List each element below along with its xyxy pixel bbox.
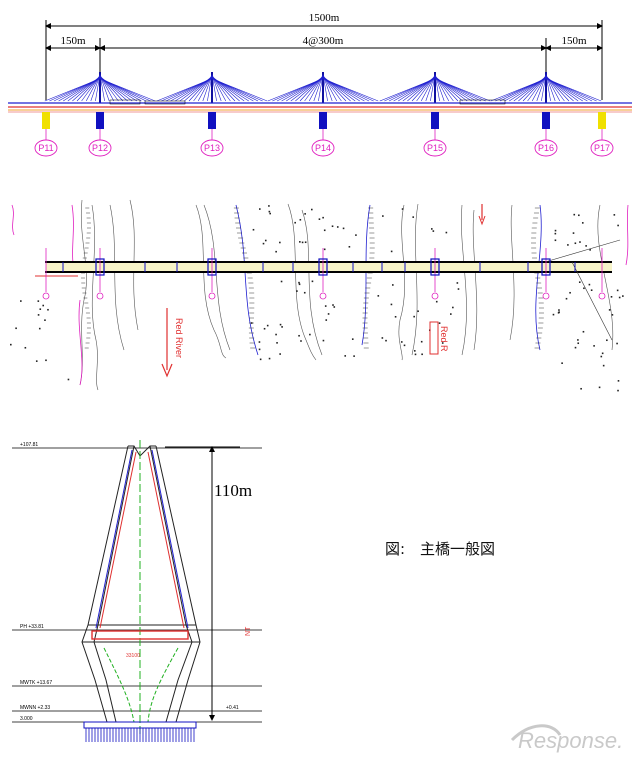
bridge-deck — [8, 99, 632, 113]
figure-caption: 図: 主橋一般図 — [385, 540, 495, 558]
terrain-contours — [79, 199, 614, 391]
level-top: +107.81 — [20, 442, 38, 448]
pier-marker — [88, 139, 112, 157]
red-note: NT — [245, 626, 252, 636]
level-mwnn: MWNN +2.33 — [20, 705, 50, 711]
pylon-legs — [81, 445, 201, 723]
side-span-right-label: 150m — [561, 35, 587, 47]
cable-fan — [490, 72, 602, 103]
bank-hatching — [81, 207, 544, 349]
pier-label: P11 — [38, 143, 53, 153]
river-flow-arrow — [161, 204, 486, 378]
pier-marker — [311, 139, 335, 157]
cross-beam — [91, 630, 189, 640]
plan-pylon — [207, 258, 217, 276]
pier-label: P14 — [315, 143, 331, 153]
pier-column — [431, 112, 439, 129]
pier-column — [96, 112, 104, 129]
beam-width-label: 33100 — [126, 653, 140, 659]
cable-fan — [379, 72, 491, 103]
pier-marker — [534, 139, 558, 157]
pier-label: P15 — [427, 143, 443, 153]
plan-view: Red River Red R — [10, 199, 629, 392]
plan-bridge-deck — [35, 239, 621, 341]
pier-label: P13 — [204, 143, 220, 153]
tower-height-label: 110m — [214, 481, 252, 500]
right-level-label: +0.41 — [226, 705, 239, 711]
pier-label: P16 — [538, 143, 554, 153]
pier-column — [208, 112, 216, 129]
pier-label: P12 — [92, 143, 108, 153]
plan-pylon — [95, 258, 105, 276]
cable-fan — [267, 72, 379, 103]
plan-pier-marker — [598, 292, 606, 300]
pylon-inner-lines — [95, 440, 189, 735]
plan-pier-marker — [319, 292, 327, 300]
side-span-left-label: 150m — [60, 35, 86, 47]
pile-cap — [83, 721, 197, 729]
level-mwtk: MWTK +13.67 — [20, 680, 52, 686]
plan-pier-marker — [96, 292, 104, 300]
response-watermark: Response. — [510, 724, 623, 753]
pier-label: P17 — [594, 143, 610, 153]
plan-pier-marker — [42, 292, 50, 300]
pier-marker — [590, 139, 614, 157]
river-banks — [235, 204, 542, 356]
stay-cable-fans — [44, 72, 602, 103]
span-dimensions — [45, 20, 603, 100]
pier-marker — [423, 139, 447, 157]
river-label-1: Red River — [174, 318, 184, 358]
foundation-piles — [85, 728, 195, 742]
level-ph: PH +33.81 — [20, 624, 44, 630]
pier-column — [319, 112, 327, 129]
plan-pylon — [541, 258, 551, 276]
pier-column — [542, 112, 550, 129]
river-label-box — [429, 321, 439, 355]
pier-marker — [200, 139, 224, 157]
watermark-text: Response. — [518, 728, 623, 753]
cable-fan — [156, 72, 268, 103]
pier-marker — [34, 139, 58, 157]
plan-piers — [42, 248, 606, 300]
pier-column — [42, 112, 50, 129]
plan-pylon — [430, 258, 440, 276]
main-spans-label: 4@300m — [303, 35, 344, 47]
terrain-dots — [10, 205, 624, 392]
plan-pier-marker — [542, 292, 550, 300]
cable-fan — [44, 72, 156, 103]
height-dimension — [165, 446, 240, 721]
plan-pier-marker — [431, 292, 439, 300]
plan-pier-marker — [208, 292, 216, 300]
piers: P11 P12 P13 P14 P15 P16 P17 — [34, 112, 614, 157]
total-span-label: 1500m — [309, 12, 340, 24]
pylon-elevation: +107.81 PH +33.81 MWTK +13.67 MWNN +2.33… — [12, 440, 262, 742]
pier-column — [598, 112, 606, 129]
river-label-2: Red R — [439, 326, 449, 352]
level-base: 3.000 — [20, 716, 33, 722]
plan-pylon — [318, 258, 328, 276]
